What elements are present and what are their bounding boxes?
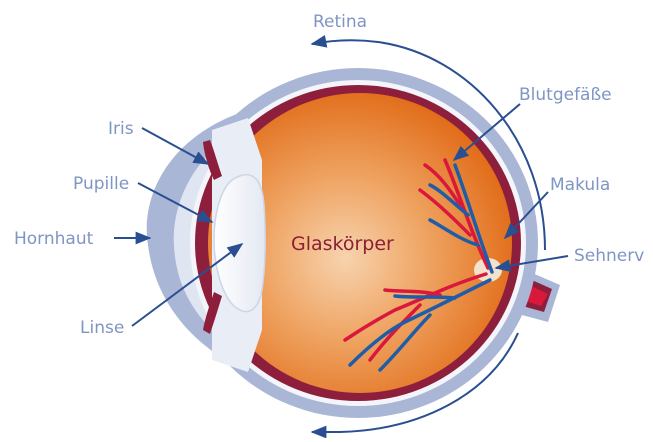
label-glaskoerper: Glaskörper	[291, 233, 394, 255]
label-pupille: Pupille	[73, 174, 129, 194]
label-makula: Makula	[550, 175, 610, 195]
label-iris: Iris	[108, 119, 134, 139]
label-hornhaut: Hornhaut	[14, 229, 94, 249]
label-sehnerv: Sehnerv	[574, 246, 644, 266]
label-blutgefaesse: Blutgefäße	[519, 85, 612, 105]
label-retina: Retina	[313, 12, 367, 32]
label-linse: Linse	[80, 318, 124, 338]
